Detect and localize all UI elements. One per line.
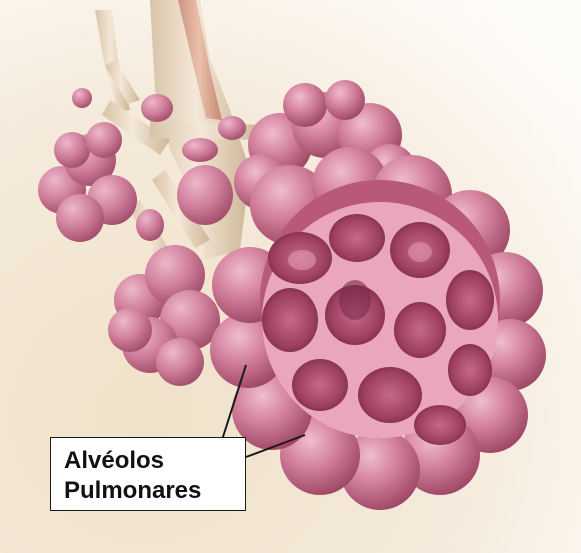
alveolar-sac-lower-left [108,245,220,386]
leader-line-lower [245,434,306,458]
alveolar-sac-top [234,80,416,210]
callout-label-line1: Alvéolos [64,447,165,474]
callout-leaders [221,364,306,458]
callout-label-box: Alvéolos Pulmonares [50,437,246,511]
leader-line-upper [221,364,247,441]
small-alveoli [136,94,246,241]
alveolar-cross-section [262,202,498,445]
alveolar-sac-upper-left [38,88,137,242]
callout-label-line2: Pulmonares [64,477,202,504]
